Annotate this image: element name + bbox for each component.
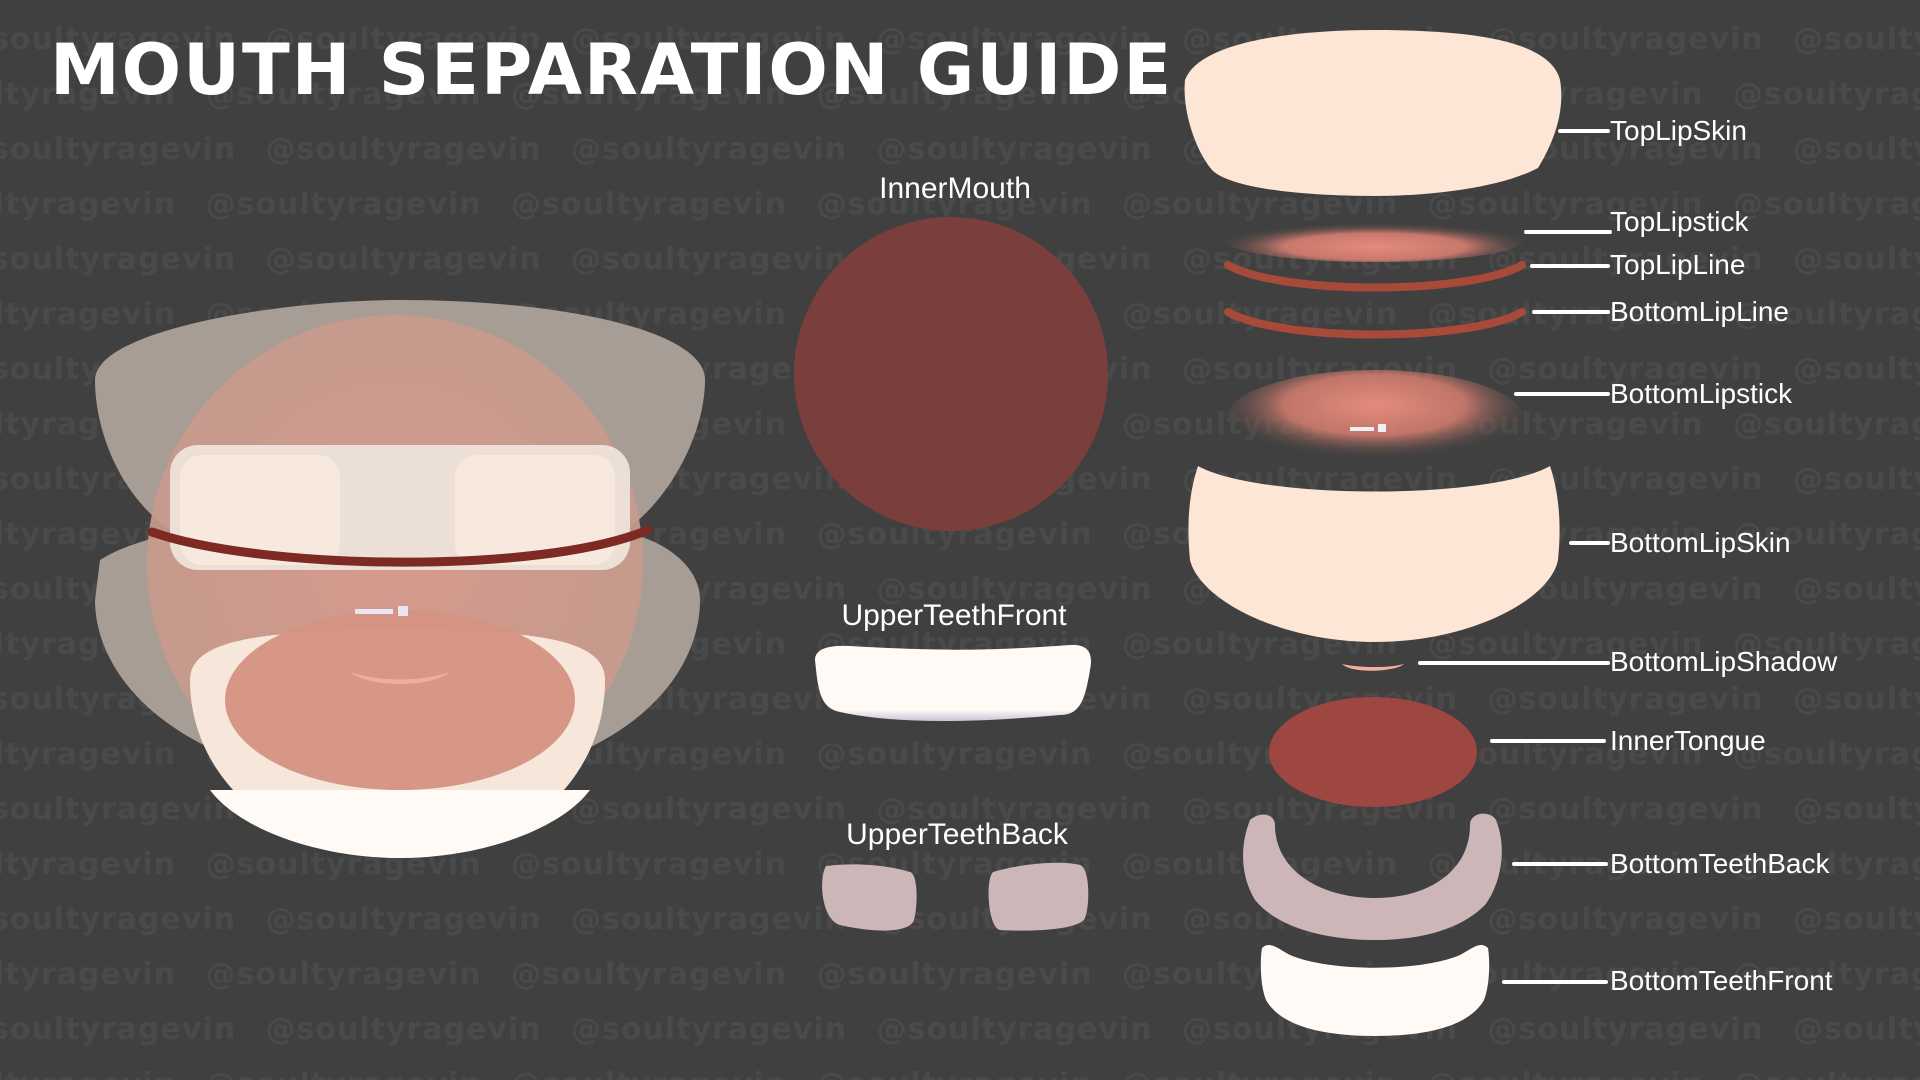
leader-bottom-lip-skin <box>1569 541 1610 545</box>
label-top-lipstick: TopLipstick <box>1610 206 1749 237</box>
page-title: MOUTH SEPARATION GUIDE <box>50 29 1174 111</box>
bottom-lipstick-shape <box>1225 370 1525 470</box>
composite-gloss-highlight <box>355 609 393 614</box>
label-bottom-lip-skin: BottomLipSkin <box>1610 527 1791 558</box>
composite-gloss-dot <box>398 606 408 616</box>
label-top-lip-skin: TopLipSkin <box>1610 115 1747 146</box>
top-lip-skin-shape <box>1184 30 1562 196</box>
label-upper-teeth-front: UpperTeethFront <box>841 599 1067 632</box>
upper-teeth-back-left-shape <box>822 864 917 931</box>
leader-bottom-lip-shadow <box>1418 661 1610 665</box>
composite-lip-line <box>147 525 653 567</box>
inner-tongue-shape <box>1269 697 1477 807</box>
upper-teeth-back-right-shape <box>988 862 1089 931</box>
upper-teeth-front-shape <box>815 644 1091 721</box>
label-bottom-teeth-back: BottomTeethBack <box>1610 848 1830 879</box>
label-inner-tongue: InnerTongue <box>1610 725 1766 756</box>
inner-mouth-shape <box>794 217 1108 531</box>
leader-top-lipstick <box>1524 230 1612 234</box>
top-lip-line-shape <box>1224 261 1526 292</box>
label-bottom-lip-shadow: BottomLipShadow <box>1610 646 1838 677</box>
top-lipstick-shape <box>1225 218 1525 262</box>
bottom-lip-shadow-shape <box>1342 664 1404 671</box>
label-bottom-lip-line: BottomLipLine <box>1610 296 1790 327</box>
composite-mouth <box>95 300 705 858</box>
label-upper-teeth-back: UpperTeethBack <box>846 818 1068 851</box>
leader-bottom-teeth-back <box>1512 862 1608 866</box>
bottom-lip-line-shape <box>1224 308 1526 339</box>
bottom-teeth-back-shape <box>1243 813 1502 940</box>
bottom-lipstick-gloss <box>1350 427 1374 431</box>
leader-inner-tongue <box>1490 739 1606 743</box>
leader-bottom-lip-line <box>1532 310 1610 314</box>
composite-lip-shadow <box>350 672 450 684</box>
bottom-lip-skin-shape <box>1188 466 1560 642</box>
composite-tongue <box>225 610 575 790</box>
composite-bottom-teeth-highlight <box>210 790 590 858</box>
composite-tooth-right <box>455 455 615 565</box>
bottom-teeth-front-shape <box>1260 945 1490 1036</box>
label-bottom-lipstick: BottomLipstick <box>1610 378 1793 409</box>
leader-bottom-teeth-front <box>1502 980 1608 984</box>
bottom-lipstick-gloss-dot <box>1378 424 1386 432</box>
leader-top-lip-skin <box>1558 129 1610 133</box>
label-bottom-teeth-front: BottomTeethFront <box>1610 965 1833 996</box>
leader-bottom-lipstick <box>1514 392 1610 396</box>
label-inner-mouth: InnerMouth <box>879 172 1031 205</box>
label-top-lip-line: TopLipLine <box>1610 249 1746 280</box>
composite-tooth-left <box>180 455 340 565</box>
leader-top-lip-line <box>1530 264 1610 268</box>
